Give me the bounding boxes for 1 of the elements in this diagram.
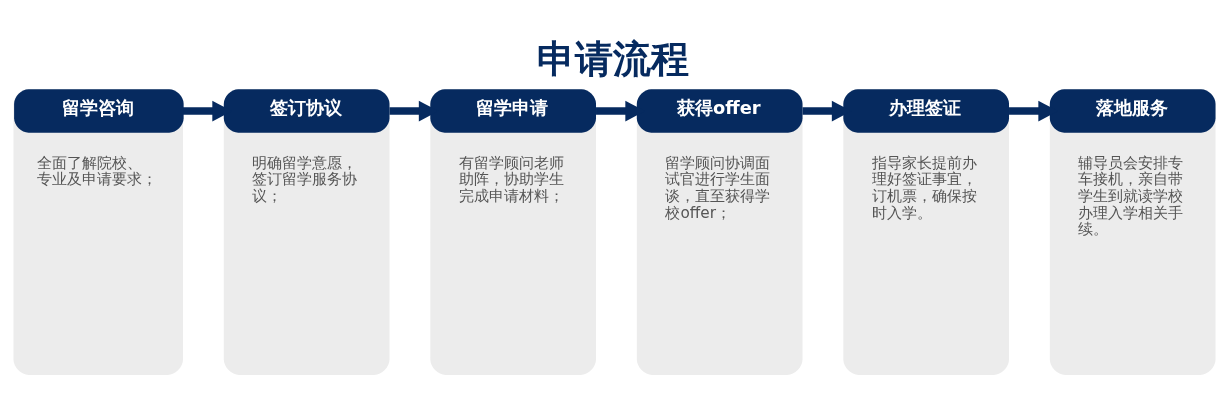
diagram-title: 申请流程 xyxy=(537,36,690,81)
